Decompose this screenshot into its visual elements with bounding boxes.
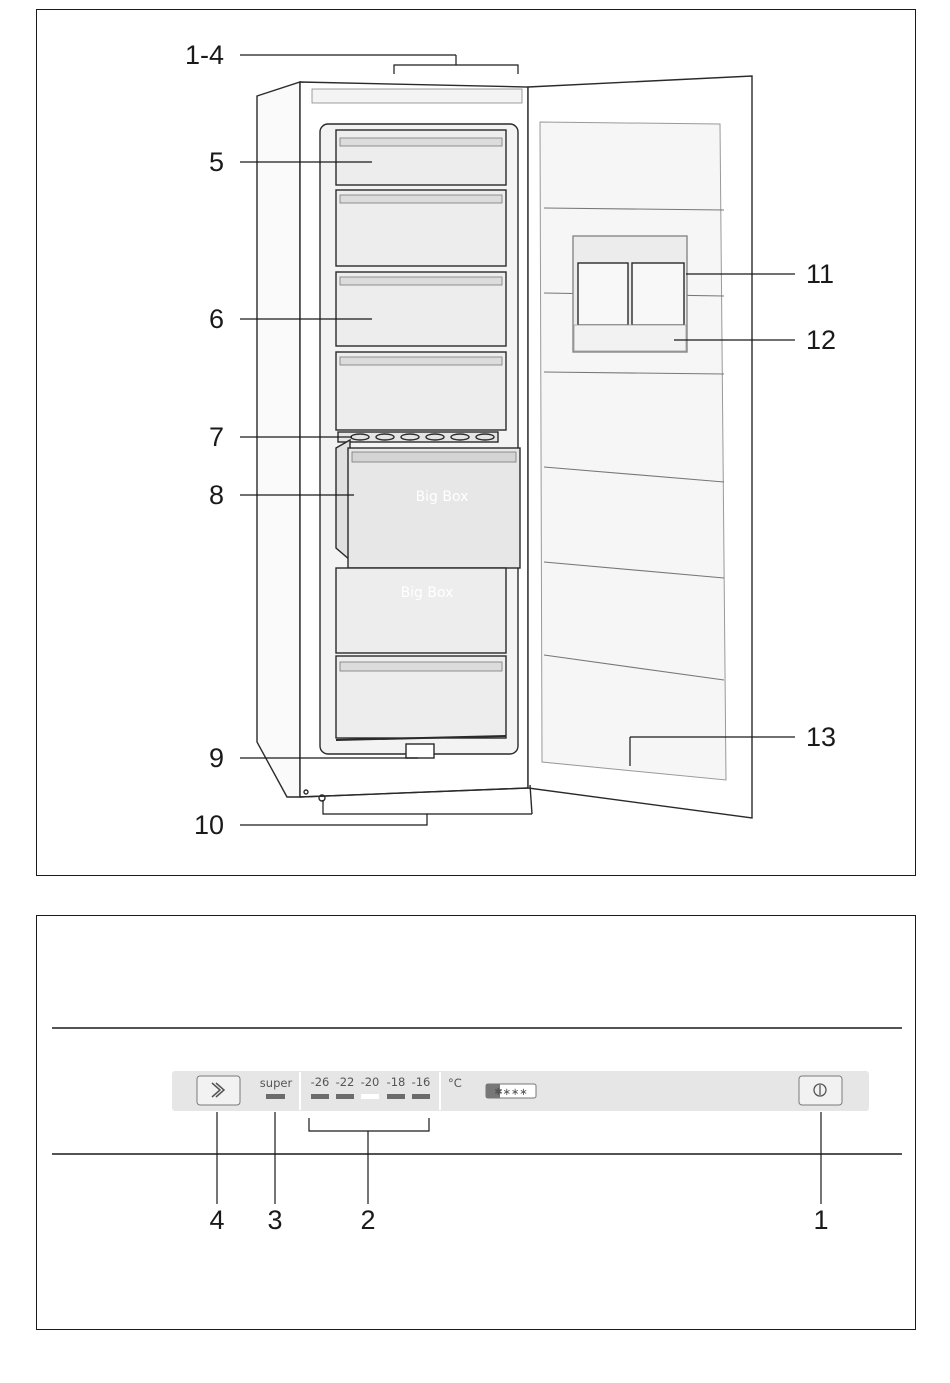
super-label: super bbox=[260, 1076, 293, 1090]
callout-6: 6 bbox=[209, 304, 224, 334]
temp-indicator-26 bbox=[311, 1094, 329, 1099]
freezing-calendar bbox=[574, 325, 686, 351]
temp-label-26: -26 bbox=[311, 1075, 330, 1089]
temp-label-16: -16 bbox=[412, 1075, 431, 1089]
callout-3: 3 bbox=[267, 1205, 282, 1235]
drawer-3 bbox=[336, 272, 506, 346]
callout-4: 4 bbox=[209, 1205, 224, 1235]
callout-9: 9 bbox=[209, 743, 224, 773]
callout-1-4: 1-4 bbox=[185, 40, 224, 70]
drawer-1 bbox=[336, 130, 506, 185]
callout-11: 11 bbox=[806, 259, 834, 289]
temp-label-22: -22 bbox=[336, 1075, 355, 1089]
callout-2: 2 bbox=[360, 1205, 375, 1235]
big-box-label-open: Big Box bbox=[416, 489, 469, 505]
drawer-4 bbox=[336, 352, 506, 430]
ice-tray-row bbox=[338, 432, 498, 442]
big-box-label-closed: Big Box bbox=[401, 585, 454, 601]
callout-5: 5 bbox=[209, 147, 224, 177]
temp-label-18: -18 bbox=[387, 1075, 406, 1089]
callout-7: 7 bbox=[209, 422, 224, 452]
cabinet-top-strip bbox=[312, 89, 522, 103]
temp-indicator-20-active bbox=[361, 1094, 379, 1099]
temp-label-20: -20 bbox=[361, 1075, 380, 1089]
drawer-bottom bbox=[336, 656, 506, 738]
temp-indicator-16 bbox=[412, 1094, 430, 1099]
temp-indicator-18 bbox=[387, 1094, 405, 1099]
door-liner bbox=[540, 122, 726, 780]
callout-leaders-bottom bbox=[217, 1112, 821, 1204]
ice-pack-right bbox=[632, 263, 684, 325]
callout-10: 10 bbox=[194, 810, 224, 840]
drain-fitting bbox=[406, 744, 434, 758]
drawer-2 bbox=[336, 190, 506, 266]
on-off-button[interactable] bbox=[799, 1076, 842, 1105]
ice-pack-left bbox=[578, 263, 628, 325]
super-indicator bbox=[266, 1094, 285, 1099]
ice-pack-holder bbox=[573, 236, 687, 352]
star-rating-text: ✱∗∗∗ bbox=[494, 1087, 528, 1098]
callout-12: 12 bbox=[806, 325, 836, 355]
select-button[interactable] bbox=[197, 1076, 240, 1105]
callout-8: 8 bbox=[209, 480, 224, 510]
unit-label: °C bbox=[448, 1076, 462, 1090]
big-box-drawer-closed bbox=[336, 568, 506, 653]
temp-indicator-22 bbox=[336, 1094, 354, 1099]
freezer-illustration bbox=[257, 76, 752, 818]
callout-13: 13 bbox=[806, 722, 836, 752]
callout-1: 1 bbox=[813, 1205, 828, 1235]
cabinet-side bbox=[257, 82, 300, 797]
